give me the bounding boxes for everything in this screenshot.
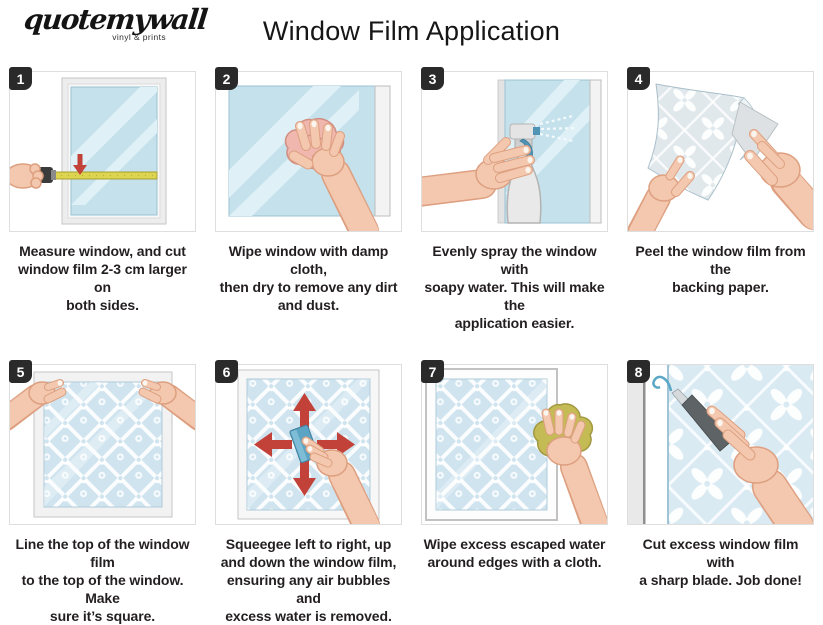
step-5-panel: 5 <box>9 360 196 525</box>
window-film <box>435 378 548 511</box>
wipe-edges-icon <box>425 368 607 524</box>
header: quotemywall vinyl & prints Window Film A… <box>0 0 823 71</box>
right-hand <box>138 379 195 431</box>
step-2-panel: 2 <box>215 67 402 232</box>
hand <box>10 163 44 189</box>
step-4-caption: Peel the window film from the backing pa… <box>635 243 806 295</box>
step-8-caption: Cut excess window film with a sharp blad… <box>639 536 802 588</box>
step-3-caption: Evenly spray the window with soapy water… <box>424 243 605 331</box>
page-title: Window Film Application <box>262 16 561 46</box>
wall-edge <box>628 365 646 524</box>
step-card-7: 7 <box>421 360 608 625</box>
step-card-8: 8 <box>627 360 814 625</box>
step-2-caption: Wipe window with damp cloth, then dry to… <box>219 243 398 313</box>
window-film <box>43 381 163 508</box>
window <box>425 368 558 521</box>
step-3-panel: 3 <box>421 67 608 232</box>
step-5-badge: 5 <box>9 360 32 383</box>
step-card-3: 3 <box>421 67 608 332</box>
film-curl <box>652 375 673 392</box>
cut-blade-icon <box>628 365 813 524</box>
left-hand <box>10 379 67 431</box>
step-4-panel: 4 <box>627 67 814 232</box>
step-6-panel: 6 <box>215 360 402 525</box>
step-6-caption: Squeegee left to right, up and down the … <box>220 536 397 624</box>
step-8-panel: 8 <box>627 360 814 525</box>
brand-logo: quotemywall vinyl & prints <box>22 3 208 43</box>
step-1-caption: Measure window, and cut window film 2-3 … <box>18 243 187 313</box>
window <box>61 77 167 225</box>
left-hand <box>628 155 695 231</box>
damp-cloth-icon <box>228 85 391 231</box>
step-4-badge: 4 <box>627 67 650 90</box>
step-card-6: 6 <box>215 360 402 625</box>
step-7-panel: 7 <box>421 360 608 525</box>
step-1-panel: 1 <box>9 67 196 232</box>
hand <box>301 436 380 524</box>
hand <box>288 119 379 231</box>
step-1-badge: 1 <box>9 67 32 90</box>
step-card-1: 1 <box>9 67 196 332</box>
fingers <box>483 137 535 183</box>
hand <box>541 408 607 524</box>
squeegee-icon <box>237 369 380 524</box>
step-card-5: 5 <box>9 360 196 625</box>
step-3-badge: 3 <box>421 67 444 90</box>
tape-measure-icon <box>10 77 167 225</box>
direction-arrows <box>254 393 355 496</box>
step-7-badge: 7 <box>421 360 444 383</box>
step-card-4: 4 <box>627 67 814 332</box>
step-6-badge: 6 <box>215 360 238 383</box>
step-7-caption: Wipe excess escaped water around edges w… <box>423 536 606 570</box>
step-5-caption: Line the top of the window film to the t… <box>15 536 190 624</box>
step-card-2: 2 <box>215 67 402 332</box>
right-hand <box>744 129 813 230</box>
step-2-badge: 2 <box>215 67 238 90</box>
red-arrow-down <box>73 154 87 175</box>
hand <box>706 405 813 524</box>
steps-grid: 1 <box>0 67 823 625</box>
align-film-icon <box>10 371 195 518</box>
step-8-badge: 8 <box>627 360 650 383</box>
spray-bottle-icon <box>422 79 602 224</box>
brand-tagline: vinyl & prints <box>112 32 166 43</box>
peel-film-icon <box>628 83 813 231</box>
